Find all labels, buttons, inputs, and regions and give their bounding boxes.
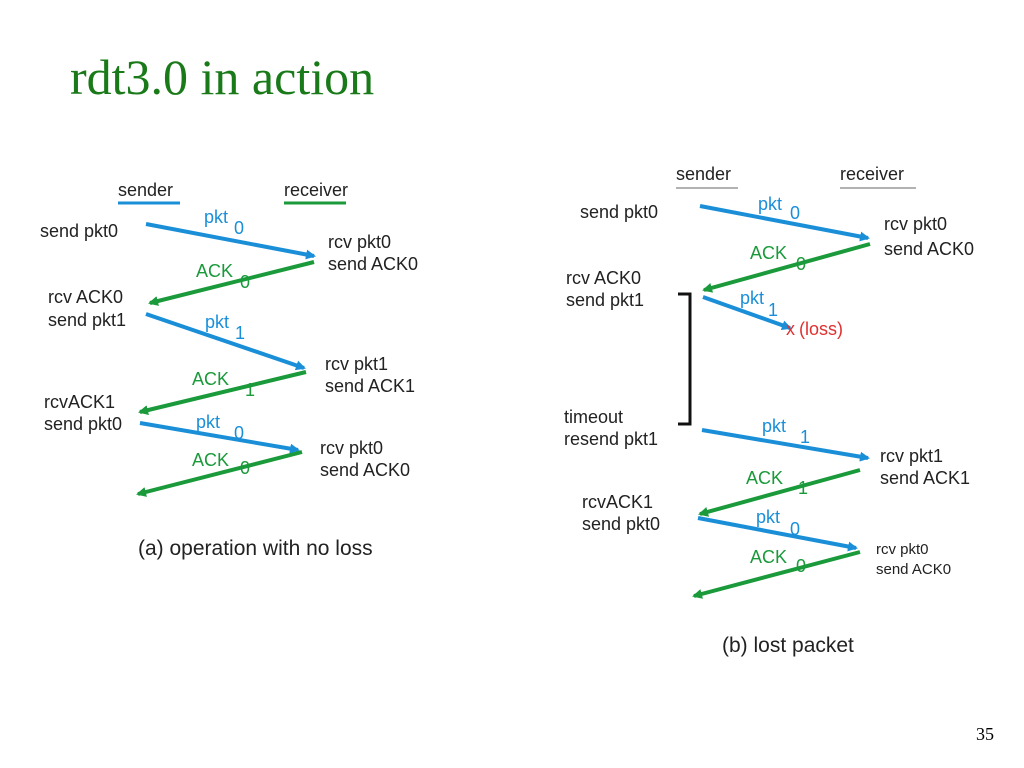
b-packet-arrow	[697, 516, 858, 552]
a-receiver-header: receiver	[284, 180, 348, 200]
a-caption: (a) operation with no loss	[138, 537, 373, 560]
b-ack-arrow	[692, 550, 861, 599]
b-msg-seq: 0	[790, 203, 800, 223]
b-receiver-event: send ACK0	[884, 239, 974, 259]
a-msg-name: pkt	[196, 412, 220, 432]
a-receiver-event: send ACK0	[320, 460, 410, 480]
a-msg-name: ACK	[192, 369, 229, 389]
b-sender-event: send pkt0	[582, 514, 660, 534]
a-packet-arrow	[145, 222, 316, 260]
b-msg-name: ACK	[750, 547, 787, 567]
b-msg-name: ACK	[746, 468, 783, 488]
b-msg-seq: 1	[798, 478, 808, 498]
b-packet-arrow	[701, 428, 870, 462]
a-msg-name: ACK	[196, 261, 233, 281]
b-sender-event: rcv ACK0	[566, 268, 641, 288]
b-msg-name: pkt	[758, 194, 782, 214]
b-sender-header: sender	[676, 164, 731, 184]
loss-x-icon: x	[786, 319, 795, 339]
b-packet-arrow	[699, 204, 870, 242]
a-msg-name: pkt	[205, 312, 229, 332]
slide-title: rdt3.0 in action	[70, 49, 375, 105]
a-sender-event: send pkt1	[48, 310, 126, 330]
b-msg-seq: 0	[790, 519, 800, 539]
a-ack-arrow	[148, 260, 315, 306]
b-caption: (b) lost packet	[722, 634, 854, 657]
a-receiver-event: rcv pkt0	[328, 232, 391, 252]
b-msg-name: pkt	[756, 507, 780, 527]
b-receiver-event: send ACK1	[880, 468, 970, 488]
a-sender-event: send pkt0	[40, 221, 118, 241]
b-msg-seq: 1	[800, 427, 810, 447]
a-receiver-event: send ACK0	[328, 254, 418, 274]
a-msg-seq: 0	[234, 423, 244, 443]
a-msg-seq: 0	[234, 218, 244, 238]
a-receiver-event: rcv pkt1	[325, 354, 388, 374]
a-msg-name: ACK	[192, 450, 229, 470]
b-ack-arrow	[698, 468, 861, 517]
b-msg-name: pkt	[740, 288, 764, 308]
b-msg-name: ACK	[750, 243, 787, 263]
diagram-a: sender receiver send pkt0 rcv ACK0 send …	[40, 180, 418, 560]
a-msg-seq: 1	[245, 380, 255, 400]
b-sender-event: timeout	[564, 407, 623, 427]
b-lost-packet-arrow	[702, 295, 792, 331]
b-sender-event: send pkt1	[566, 290, 644, 310]
b-sender-event: rcvACK1	[582, 492, 653, 512]
b-receiver-event: send ACK0	[876, 561, 951, 578]
a-packet-arrow	[145, 312, 306, 371]
a-msg-name: pkt	[204, 207, 228, 227]
a-sender-event: rcv ACK0	[48, 287, 123, 307]
loss-label: (loss)	[799, 319, 843, 339]
a-msg-seq: 1	[235, 323, 245, 343]
a-sender-header: sender	[118, 180, 173, 200]
diagram-b: sender receiver send pkt0 rcv ACK0 send …	[564, 164, 974, 657]
page-number: 35	[976, 724, 994, 744]
timeout-bracket	[678, 292, 692, 426]
a-ack-arrow	[136, 450, 303, 497]
b-receiver-event: rcv pkt0	[876, 541, 929, 558]
b-sender-event: send pkt0	[580, 202, 658, 222]
b-receiver-event: rcv pkt1	[880, 446, 943, 466]
a-sender-event: send pkt0	[44, 414, 122, 434]
a-msg-seq: 0	[240, 272, 250, 292]
b-msg-seq: 0	[796, 254, 806, 274]
a-ack-arrow	[138, 370, 307, 415]
b-ack-arrow	[702, 242, 871, 293]
a-receiver-event: send ACK1	[325, 376, 415, 396]
a-packet-arrow	[139, 421, 300, 454]
b-msg-seq: 1	[768, 300, 778, 320]
b-receiver-header: receiver	[840, 164, 904, 184]
b-sender-event: resend pkt1	[564, 429, 658, 449]
a-sender-event: rcvACK1	[44, 392, 115, 412]
b-msg-seq: 0	[796, 556, 806, 576]
b-msg-name: pkt	[762, 416, 786, 436]
a-msg-seq: 0	[240, 458, 250, 478]
a-receiver-event: rcv pkt0	[320, 438, 383, 458]
b-receiver-event: rcv pkt0	[884, 214, 947, 234]
